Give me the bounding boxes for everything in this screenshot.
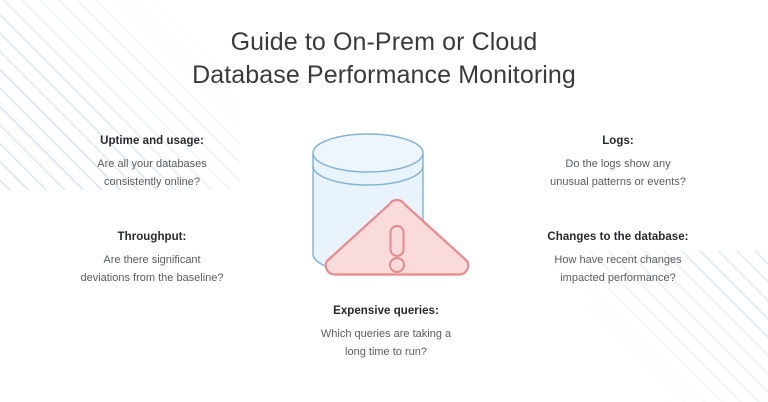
info-block-expensive-queries-body-line-1: Which queries are taking a (320, 328, 452, 340)
info-block-uptime-heading: Uptime and usage: (100, 135, 204, 147)
illustration (295, 125, 480, 285)
info-block-changes-body-line-1: How have recent changes (554, 254, 682, 266)
info-block-changes: Changes to the database: How have recent… (520, 229, 716, 287)
info-block-uptime-body-line-2: consistently online? (103, 176, 200, 188)
info-block-expensive-queries-body-line-2: long time to run? (345, 346, 427, 358)
info-block-uptime-body: Are all your databases consistently onli… (58, 155, 246, 191)
info-block-logs-heading: Logs: (602, 135, 634, 147)
info-block-changes-heading: Changes to the database: (547, 231, 689, 243)
info-block-changes-body-line-2: impacted performance? (560, 272, 676, 284)
info-block-uptime: Uptime and usage: Are all your databases… (58, 133, 246, 191)
warning-triangle-icon (324, 198, 470, 276)
info-block-throughput: Throughput: Are there significant deviat… (58, 229, 246, 287)
info-block-expensive-queries: Expensive queries: Which queries are tak… (292, 303, 480, 361)
info-block-throughput-heading: Throughput: (117, 231, 187, 243)
page-title-line-1: Guide to On-Prem or Cloud (230, 28, 538, 56)
info-block-throughput-body: Are there significant deviations from th… (58, 251, 246, 287)
info-block-logs-body: Do the logs show any unusual patterns or… (524, 155, 712, 191)
info-block-logs-body-line-2: unusual patterns or events? (550, 176, 686, 188)
info-block-throughput-body-line-1: Are there significant (103, 254, 201, 266)
info-block-throughput-body-line-2: deviations from the baseline? (80, 272, 224, 284)
database-cylinder-icon (312, 133, 424, 274)
info-block-uptime-body-line-1: Are all your databases (97, 158, 207, 170)
info-block-expensive-queries-body: Which queries are taking a long time to … (292, 325, 480, 361)
info-block-logs: Logs: Do the logs show any unusual patte… (524, 133, 712, 191)
info-block-changes-body: How have recent changes impacted perform… (520, 251, 716, 287)
page-title: Guide to On-Prem or Cloud Database Perfo… (0, 26, 768, 92)
info-block-expensive-queries-heading: Expensive queries: (333, 305, 439, 317)
info-block-logs-body-line-1: Do the logs show any (565, 158, 671, 170)
page-title-line-2: Database Performance Monitoring (192, 61, 576, 89)
